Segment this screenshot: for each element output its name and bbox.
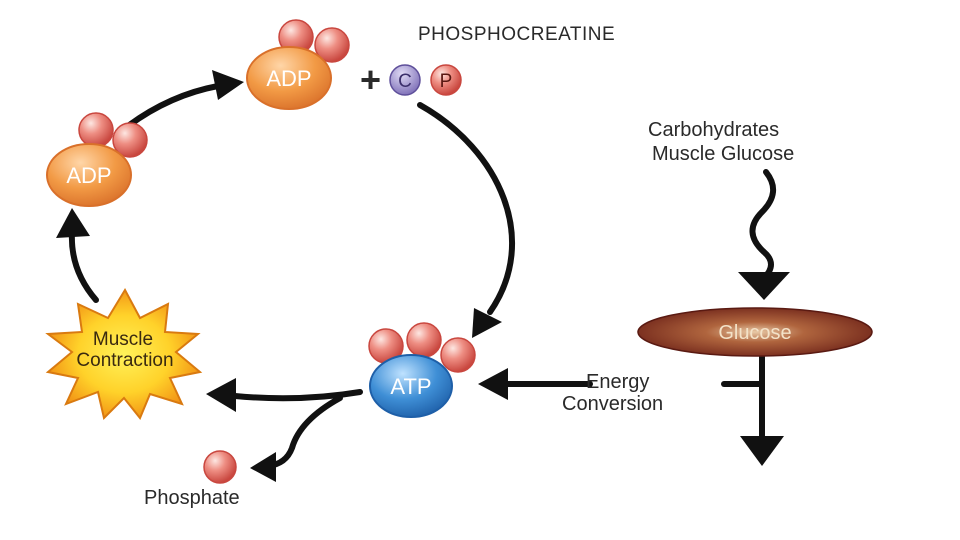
adp-left-label: ADP (66, 163, 111, 188)
atp-label: ATP (390, 374, 431, 399)
arrow-head-glucose (738, 272, 790, 300)
arrow-pcr-to-atp (417, 102, 516, 315)
muscle-contraction-line2: Contraction (76, 350, 173, 371)
arrow-contraction-to-adp (68, 229, 99, 303)
atp-molecule: ATP (368, 322, 476, 418)
phosphocreatine-molecule: C P (389, 64, 462, 96)
plus-sign: + (360, 59, 381, 100)
arrow-head-down (740, 436, 784, 466)
adp-top-molecule: ADP (246, 19, 350, 110)
creatine-label: C (398, 71, 412, 92)
adp-left-molecule: ADP (46, 112, 148, 207)
arrow-atp-to-phosphate (265, 395, 343, 469)
muscle-contraction-line1: Muscle (93, 329, 153, 350)
arrow-adp-to-adp (125, 83, 221, 129)
energy-line1: Energy (586, 371, 649, 393)
arrow-head-atp (472, 308, 502, 338)
adp-top-label: ADP (266, 66, 311, 91)
phosphate-label: Phosphate (144, 487, 240, 509)
glucose-label: Glucose (718, 322, 791, 344)
arrow-atp-to-contraction (232, 389, 363, 402)
phosphate-p-label: P (440, 71, 453, 92)
carbohydrates-line2: Muscle Glucose (652, 143, 794, 165)
arrow-head-adp-left (56, 208, 90, 238)
phosphate-molecule (203, 450, 237, 484)
arrow-head-energy (478, 368, 508, 400)
diagram-title: PHOSPHOCREATINE (418, 24, 615, 45)
arrow-head-phosphate (250, 452, 276, 482)
glucose-disc: Glucose (637, 307, 873, 357)
energy-line2: Conversion (562, 393, 663, 415)
carbohydrates-line1: Carbohydrates (648, 119, 779, 141)
arrow-head-adp-top (212, 70, 244, 100)
muscle-contraction-burst: Muscle Contraction (45, 287, 203, 420)
arrow-carb-to-glucose (749, 169, 776, 281)
arrow-head-contraction (206, 378, 236, 412)
